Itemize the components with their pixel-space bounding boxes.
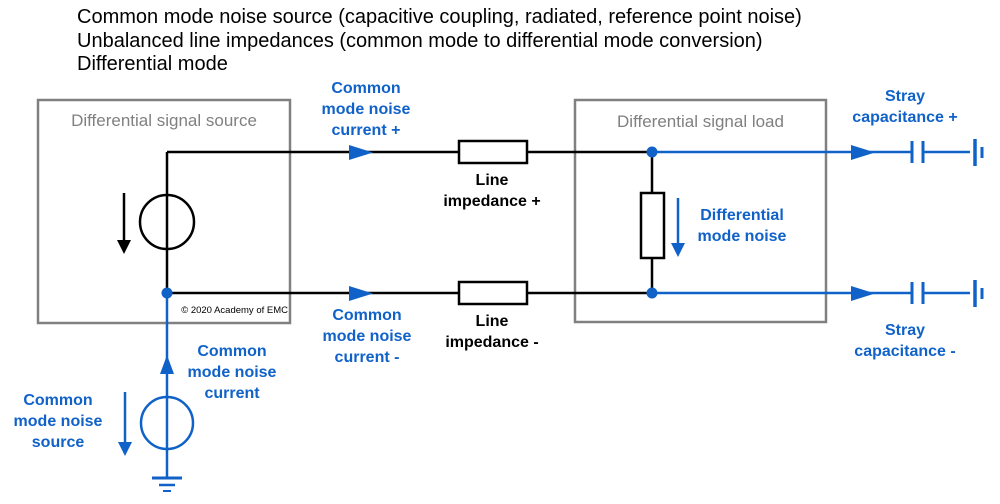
line-impedance-minus-resistor <box>457 280 529 306</box>
differential-load-box <box>573 98 828 324</box>
diff-mode-noise-arrow <box>671 198 685 257</box>
label-cm-noise-source: Common mode noise source <box>13 392 103 451</box>
copyright-text: © 2020 Academy of EMC <box>181 305 288 316</box>
label-stray-capacitance-minus: Stray capacitance - <box>854 322 956 360</box>
node-dot <box>161 287 173 299</box>
cm-current-plus-arrow <box>349 145 373 160</box>
label-stray-capacitance-plus: Stray capacitance + <box>852 88 958 126</box>
label-cm-noise-current-plus: Common mode noise current + <box>321 80 411 139</box>
cm-noise-source-symbol <box>139 395 195 451</box>
node-dot <box>646 287 658 299</box>
load-resistor <box>639 191 666 260</box>
node-dot <box>646 146 658 158</box>
label-cm-noise-current-minus: Common mode noise current - <box>322 307 412 366</box>
stray-capacitance-minus-icon <box>910 282 925 304</box>
stray-capacitance-plus-icon <box>910 141 925 163</box>
stray-minus-arrow <box>851 286 875 301</box>
label-cm-noise-current: Common mode noise current <box>187 343 277 402</box>
label-line-impedance-plus: Line impedance + <box>443 172 541 210</box>
label-line-impedance-minus: Line impedance - <box>445 313 539 351</box>
cm-current-up-arrow <box>160 355 174 374</box>
edge-capacitor-minus-icon <box>973 280 984 307</box>
ground-icon <box>152 476 182 492</box>
line-impedance-plus-resistor <box>457 139 529 165</box>
label-diff-mode-noise: Differential mode noise <box>697 207 787 245</box>
heading-text: Common mode noise source (capacitive cou… <box>77 6 802 75</box>
diff-current-arrow <box>117 193 131 254</box>
diff-signal-source-symbol <box>138 193 196 251</box>
stray-plus-arrow <box>851 145 875 160</box>
cm-source-current-arrow <box>118 392 132 456</box>
differential-source-box <box>36 98 292 325</box>
edge-capacitor-plus-icon <box>973 139 984 166</box>
black-wires <box>165 150 654 295</box>
cm-current-minus-arrow <box>349 286 373 301</box>
load-box-title: Differential signal load <box>617 112 784 131</box>
source-box-title: Differential signal source <box>71 111 257 130</box>
